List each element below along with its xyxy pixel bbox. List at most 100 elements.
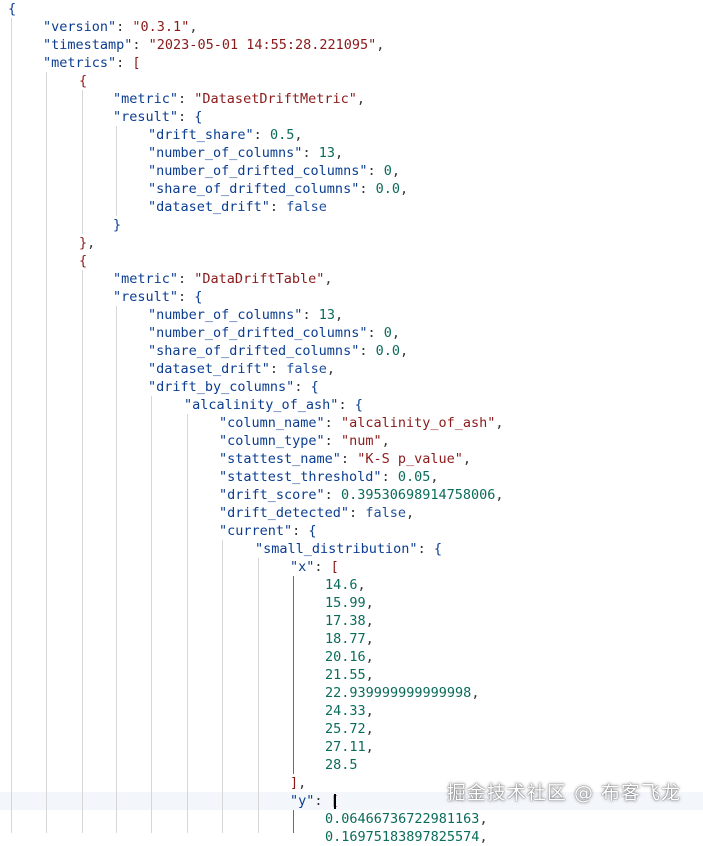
column-field-line: "column_type": "num", — [219, 432, 390, 450]
indent-guide — [151, 396, 152, 833]
json-value: 15.99 — [325, 595, 366, 611]
punctuation: , — [365, 595, 374, 611]
metric-open-brace: { — [79, 252, 87, 270]
metric-close-brace: }, — [79, 234, 95, 252]
text-cursor — [333, 794, 336, 809]
punctuation: : — [314, 793, 331, 809]
json-key: "share_of_drifted_columns" — [148, 343, 360, 359]
json-key: "current" — [219, 523, 293, 539]
json-value: "num" — [340, 433, 382, 449]
json-value: 0 — [383, 163, 392, 179]
current-line-highlight — [0, 792, 703, 810]
json-key: "stattest_name" — [219, 451, 341, 467]
json-value: 18.77 — [325, 631, 366, 647]
indent-guide — [293, 576, 294, 774]
indent-guide — [82, 270, 83, 833]
column-field-line: "column_name": "alcalinity_of_ash", — [219, 414, 504, 432]
json-value: "2023-05-01 14:55:28.221095" — [148, 37, 377, 53]
version-line: "version": "0.3.1", — [43, 18, 197, 36]
punctuation: , — [365, 631, 374, 647]
bracket: { — [79, 73, 88, 89]
json-value: 0.0 — [375, 181, 400, 197]
punctuation: : — [302, 307, 319, 323]
punctuation: , — [365, 613, 374, 629]
json-key: "metric" — [113, 91, 179, 107]
result-field-line: "share_of_drifted_columns": 0.0, — [148, 342, 408, 360]
column-field-line: "drift_score": 0.39530698914758006, — [219, 486, 504, 504]
column-field-line: "stattest_threshold": 0.05, — [219, 468, 438, 486]
punctuation: : — [367, 163, 384, 179]
result-field-line: "drift_share": 0.5, — [148, 126, 302, 144]
punctuation: , — [391, 325, 400, 341]
json-value: false — [286, 199, 327, 215]
punctuation: , — [189, 19, 198, 35]
bracket: { — [79, 253, 88, 269]
punctuation: : — [324, 487, 341, 503]
json-value: 13 — [318, 145, 335, 161]
punctuation: , — [479, 811, 488, 827]
x-value-line: 17.38, — [325, 612, 374, 630]
indent-guide — [46, 72, 47, 833]
indent-guide — [187, 414, 188, 833]
punctuation: , — [495, 487, 504, 503]
json-key: "drift_by_columns" — [148, 379, 295, 395]
json-value: "0.3.1" — [132, 19, 190, 35]
punctuation: : — [116, 19, 133, 35]
x-array-line: "x": [ — [290, 558, 339, 576]
json-key: "alcalinity_of_ash" — [184, 397, 339, 413]
json-value: 0.05 — [397, 469, 431, 485]
punctuation: : — [178, 91, 195, 107]
y-array-line: "y": [ — [290, 792, 339, 810]
punctuation: : — [367, 325, 384, 341]
metrics-line: "metrics": [ — [43, 54, 141, 72]
json-value: 17.38 — [325, 613, 366, 629]
punctuation: , — [326, 361, 335, 377]
result-line: "result": { — [113, 288, 202, 306]
json-key: "number_of_columns" — [148, 145, 303, 161]
punctuation: , — [365, 649, 374, 665]
punctuation: : — [349, 505, 366, 521]
punctuation: , — [334, 145, 344, 161]
punctuation: : — [324, 415, 341, 431]
punctuation: : — [269, 361, 287, 377]
metric-name-line: "metric": "DatasetDriftMetric", — [113, 90, 365, 108]
json-value: 21.55 — [325, 667, 366, 683]
json-value: 14.6 — [325, 577, 358, 593]
bracket: { — [194, 109, 203, 125]
indent-guide — [222, 540, 223, 833]
x-value-line: 21.55, — [325, 666, 374, 684]
indent-guide — [82, 90, 83, 234]
punctuation: : — [338, 397, 355, 413]
timestamp-line: "timestamp": "2023-05-01 14:55:28.221095… — [43, 36, 384, 54]
json-key: "number_of_columns" — [148, 307, 303, 323]
json-key: "y" — [290, 793, 315, 809]
punctuation: : — [292, 523, 309, 539]
punctuation: , — [405, 505, 415, 521]
json-key: "metrics" — [43, 55, 117, 71]
y-value-line: 0.06466736722981163, — [325, 810, 488, 828]
json-value: 0.39530698914758006 — [340, 487, 496, 503]
result-line: "result": { — [113, 108, 202, 126]
punctuation: , — [479, 829, 488, 845]
json-value: 28.5 — [325, 757, 358, 773]
result-field-line: "dataset_drift": false, — [148, 360, 335, 378]
punctuation: : — [314, 559, 331, 575]
bracket: [ — [330, 559, 339, 575]
json-key: "result" — [113, 289, 179, 305]
y-value-line: 0.16975183897825574, — [325, 828, 488, 846]
bracket: ] — [290, 775, 299, 791]
x-value-line: 28.5 — [325, 756, 358, 774]
punctuation: : — [294, 379, 311, 395]
root-open-brace: { — [8, 0, 16, 18]
column-field-line: "stattest_name": "K-S p_value", — [219, 450, 471, 468]
indent-guide — [258, 558, 259, 833]
json-key: "version" — [43, 19, 117, 35]
json-value: "DatasetDriftMetric" — [194, 91, 357, 107]
punctuation: , — [495, 415, 504, 431]
punctuation: , — [376, 37, 385, 53]
indent-guide — [293, 810, 294, 833]
x-value-line: 22.939999999999998, — [325, 684, 479, 702]
result-field-line: "dataset_drift": false — [148, 198, 327, 216]
result-field-line: "number_of_drifted_columns": 0, — [148, 162, 400, 180]
